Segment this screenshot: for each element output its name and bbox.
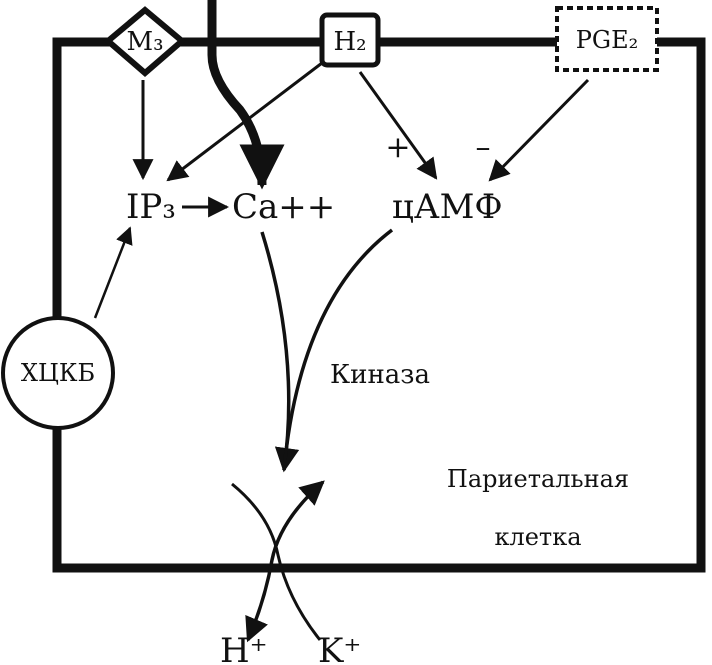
hplus-label: H⁺ xyxy=(220,631,268,665)
minus-sign: – xyxy=(476,130,491,165)
arrow-h2-to-camp xyxy=(358,71,438,180)
k-in-curve xyxy=(231,482,322,641)
kinase-label: Киназа xyxy=(330,360,430,390)
m3-receptor: M₃ xyxy=(103,6,187,77)
calcium-influx-arrow xyxy=(207,0,285,190)
cell-label-line2: клетка xyxy=(494,523,581,551)
ip3-label: IP₃ xyxy=(126,187,176,227)
camp-label: цАМФ xyxy=(392,187,503,227)
kplus-label: K⁺ xyxy=(318,631,361,665)
pge2-receptor: PGE₂ xyxy=(555,6,659,72)
pge2-label: PGE₂ xyxy=(576,26,638,54)
cckb-label: ХЦКБ xyxy=(21,359,95,387)
cell-label-line1: Париетальная xyxy=(447,465,629,493)
arrow-ccki-to-ip3 xyxy=(93,226,133,319)
cckb-receptor xyxy=(1,316,115,430)
h-out-curve xyxy=(245,480,325,643)
arrow-pge2-to-camp xyxy=(488,78,590,182)
plus-sign: + xyxy=(385,130,410,165)
arrow-ca-to-pump xyxy=(260,231,300,473)
arrow-camp-to-pump xyxy=(282,228,394,471)
m3-label: M₃ xyxy=(126,27,163,57)
calcium-label: Ca++ xyxy=(232,187,335,227)
h2-label: H₂ xyxy=(333,27,366,57)
h2-receptor: H₂ xyxy=(319,12,381,68)
arrow-h2-to-ip3 xyxy=(166,61,323,182)
